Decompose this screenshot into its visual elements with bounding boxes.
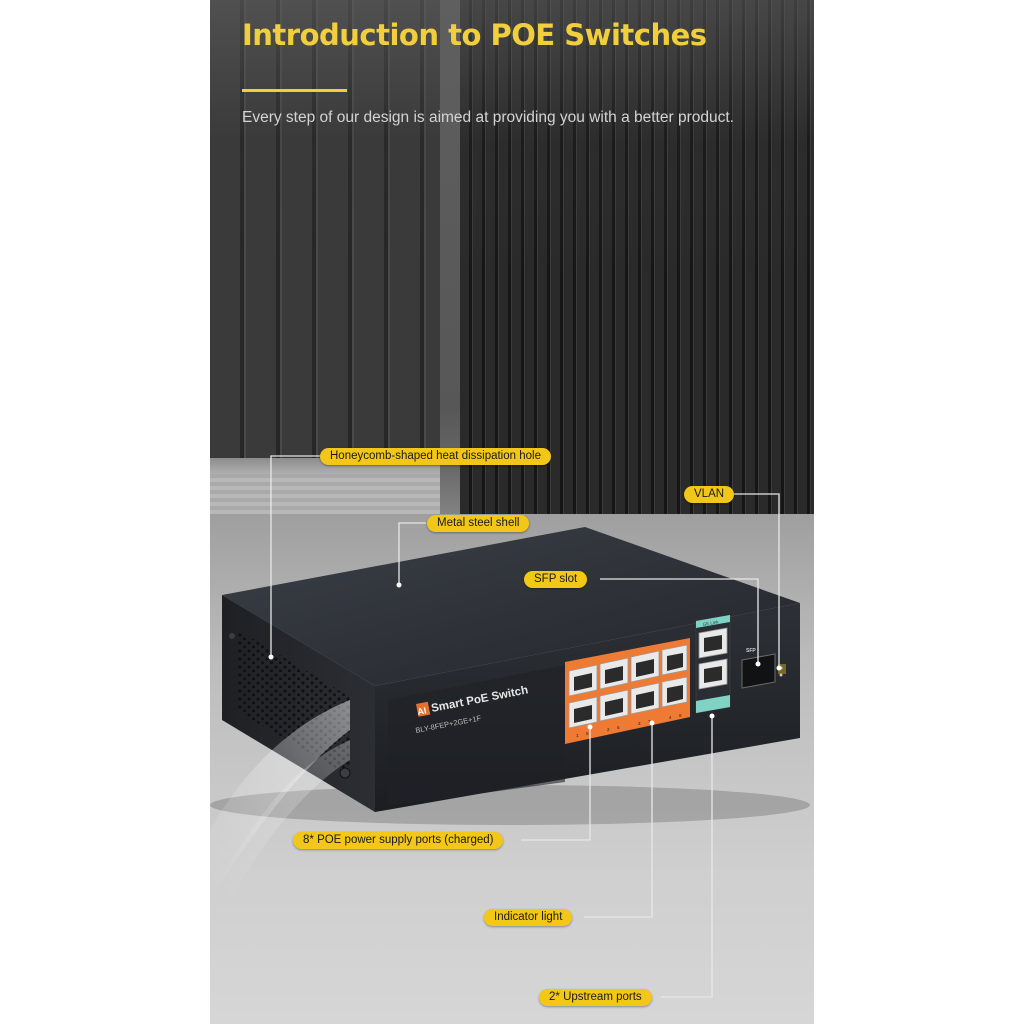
callout-poe-ports: 8* POE power supply ports (charged) xyxy=(293,832,504,849)
poe-switch-illustration: AI Smart PoE Switch BLY-8FEP+2GE+1F PoE … xyxy=(210,527,810,900)
title-underline xyxy=(242,89,347,92)
callout-indicator-light: Indicator light xyxy=(484,909,573,926)
floor-stripes xyxy=(210,474,440,514)
callout-vlan: VLAN xyxy=(684,486,735,503)
page-subtitle: Every step of our design is aimed at pro… xyxy=(242,109,734,126)
panel-wall-right xyxy=(460,0,814,565)
side-screw xyxy=(339,767,351,779)
sfp-label: SFP xyxy=(746,648,756,654)
sfp-slot xyxy=(741,653,776,689)
switch-top-shell xyxy=(222,527,800,686)
panel-wall-left xyxy=(210,0,440,460)
callout-upstream-ports: 2* Upstream ports xyxy=(539,989,652,1006)
callout-sfp-slot: SFP slot xyxy=(524,571,588,588)
brand-badge-text: AI xyxy=(416,705,427,717)
page-title: Introduction to POE Switches xyxy=(242,18,707,52)
callout-heat-dissipation-hole: Honeycomb-shaped heat dissipation hole xyxy=(320,448,551,465)
product-poster: AI Smart PoE Switch BLY-8FEP+2GE+1F PoE … xyxy=(210,0,814,1024)
brand-badge xyxy=(416,701,431,717)
callout-metal-steel-shell: Metal steel shell xyxy=(427,515,530,532)
port-number-label: 8 xyxy=(679,713,682,718)
